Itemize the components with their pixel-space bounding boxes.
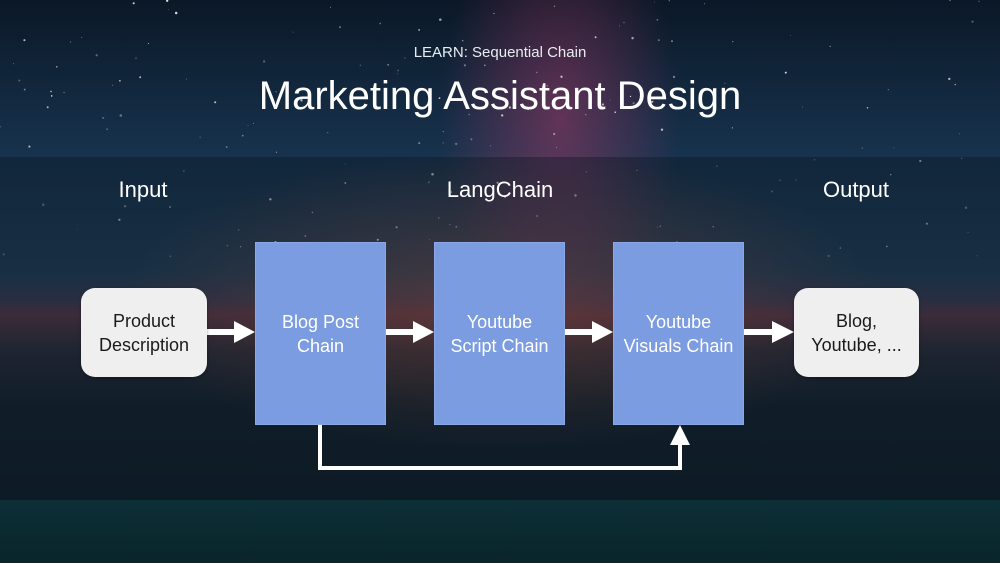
arrow-visuals-to-output [744,321,794,343]
node-label-line: Product [112,310,176,331]
langchain-section-label: LangChain [446,177,554,202]
youtube-visuals-chain-node: Youtube Visuals Chain [613,242,744,425]
node-label-line: Youtube [466,311,533,332]
node-label-line: Visuals Chain [623,335,734,356]
water-strip [0,500,1000,563]
node-label-line: Youtube, ... [811,334,902,355]
node-label-line: Blog Post [281,311,360,332]
slide-subtitle: LEARN: Sequential Chain [413,44,587,61]
arrow-input-to-blog [207,321,255,343]
node-label-line: Chain [296,335,344,356]
node-label-line: Youtube [645,311,712,332]
blog-post-chain-node: Blog Post Chain [255,242,386,425]
node-label-line: Blog, [835,310,877,331]
product-description-node: Product Description [81,288,207,377]
output-node: Blog, Youtube, ... [794,288,919,377]
youtube-script-chain-node: Youtube Script Chain [434,242,565,425]
node-label-line: Script Chain [450,335,549,356]
arrow-script-to-visuals [565,321,613,343]
output-section-label: Output [822,177,890,202]
arrow-blog-to-visuals-bypass [318,425,690,470]
arrow-blog-to-script [386,321,434,343]
slide-title: Marketing Assistant Design [258,74,742,118]
input-section-label: Input [118,177,168,202]
node-label-line: Description [98,334,190,355]
